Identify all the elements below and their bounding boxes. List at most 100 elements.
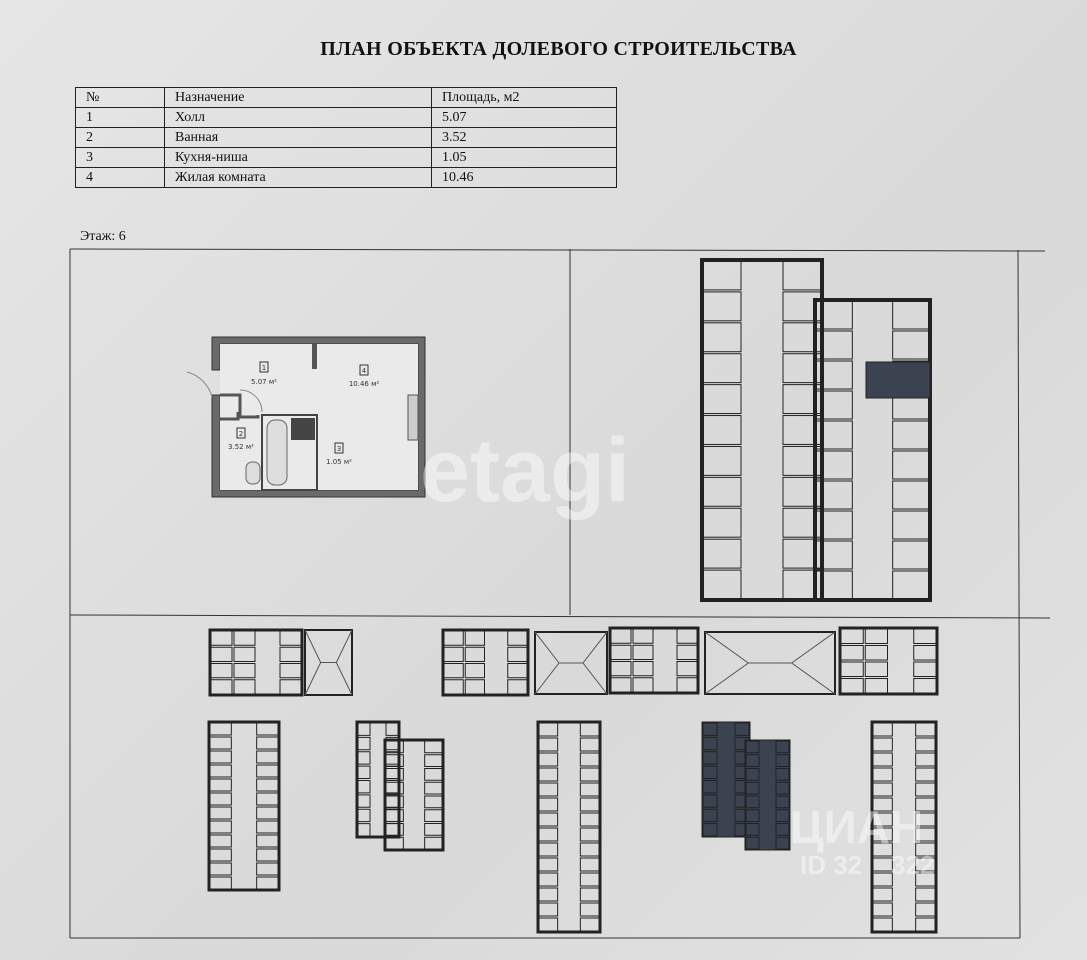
plan-cell — [610, 677, 632, 693]
roof-block — [304, 629, 353, 696]
floor-label: Этаж: 6 — [80, 229, 126, 244]
plan-cell — [775, 768, 790, 781]
plan-cell — [424, 809, 443, 822]
building-plans — [207, 258, 939, 934]
plan-cell — [913, 645, 937, 661]
plan-cell — [279, 663, 302, 679]
plan-cell — [702, 384, 742, 415]
plan-cell — [815, 540, 853, 570]
plan-cell — [702, 823, 718, 837]
plan-cell — [579, 902, 600, 917]
plan-cell — [538, 902, 559, 917]
plan-cell — [775, 795, 790, 809]
room-area: 1.05 м² — [326, 458, 352, 466]
plan-cell — [782, 415, 822, 445]
plan-cell — [676, 661, 698, 677]
plan-cell — [357, 823, 371, 837]
plan-cell — [538, 737, 559, 752]
plan-cell — [579, 737, 600, 752]
plan-cell — [538, 842, 559, 857]
plan-cell — [864, 661, 888, 677]
plan-cell — [538, 887, 559, 902]
plan-cell — [864, 645, 888, 661]
plan-cell — [782, 476, 822, 507]
plan-cell — [815, 360, 853, 390]
plan-cell — [782, 291, 822, 322]
plan-cell — [782, 569, 822, 600]
plan-cell — [872, 752, 893, 767]
plan-cell — [209, 764, 232, 778]
plan-cell — [872, 842, 893, 857]
plan-cell — [209, 750, 232, 764]
plan-cell — [892, 480, 930, 510]
plan-cell — [210, 630, 233, 646]
plan-cell — [702, 507, 742, 538]
plan-cell — [734, 722, 750, 736]
plan-cell — [357, 751, 371, 765]
plan-cell — [579, 872, 600, 887]
plan-cell — [538, 782, 559, 797]
cell: 10.46 — [431, 167, 617, 188]
plan-cell — [256, 722, 279, 736]
plan-cell — [579, 752, 600, 767]
room-number: 4 — [362, 367, 367, 375]
plan-cell — [610, 661, 632, 677]
plan-cell — [632, 677, 654, 693]
plan-cell — [385, 740, 404, 754]
plan-cell — [256, 750, 279, 764]
plan-cell — [702, 569, 742, 600]
plan-cell — [864, 628, 888, 644]
plan-cell — [357, 765, 371, 779]
plan-cell — [775, 781, 790, 795]
plan-cell — [702, 415, 742, 445]
table-header: № Назначение Площадь, м2 — [75, 87, 617, 108]
plan-cell — [579, 857, 600, 872]
plan-cell — [443, 663, 464, 679]
plan-cell — [538, 752, 559, 767]
room-area: 10.46 м² — [349, 380, 380, 388]
plan-cell — [256, 848, 279, 862]
plan-cell — [913, 628, 937, 644]
building-block — [838, 626, 939, 696]
plan-cell — [209, 722, 232, 736]
plan-cell — [745, 809, 760, 822]
plan-cell — [745, 768, 760, 781]
room-number: 2 — [239, 430, 243, 438]
plan-cell — [256, 778, 279, 792]
plan-cell — [872, 767, 893, 782]
cian-id-watermark: ID 32 322 — [800, 850, 935, 880]
plan-cell — [702, 808, 718, 823]
plan-cell — [702, 445, 742, 476]
plan-cell — [775, 809, 790, 822]
plan-cell — [209, 820, 232, 834]
plan-cell — [209, 862, 232, 876]
plan-cell — [579, 782, 600, 797]
plan-cell — [702, 476, 742, 507]
plan-cell — [424, 781, 443, 795]
plan-cell — [892, 570, 930, 600]
plan-cell — [464, 646, 485, 662]
plan-cell — [702, 765, 718, 779]
plan-cell — [872, 827, 893, 842]
etagi-watermark: etagi — [420, 421, 631, 521]
plan-cell — [702, 780, 718, 794]
plan-cell — [892, 300, 930, 330]
plan-cell — [579, 842, 600, 857]
plan-cell — [579, 812, 600, 827]
plan-cell — [233, 679, 256, 695]
building-block — [383, 738, 445, 852]
plan-cell — [915, 812, 936, 827]
plan-cell — [775, 836, 790, 850]
plan-cell — [579, 797, 600, 812]
plan-cell — [815, 450, 853, 480]
plan-cell — [913, 661, 937, 677]
plan-cell — [357, 780, 371, 794]
plan-cell — [913, 678, 937, 694]
plan-cell — [424, 836, 443, 850]
plan-cell — [840, 661, 864, 677]
plan-cell — [385, 808, 399, 823]
plan-cell — [209, 848, 232, 862]
plan-cell — [385, 809, 404, 822]
plan-cell — [256, 834, 279, 848]
